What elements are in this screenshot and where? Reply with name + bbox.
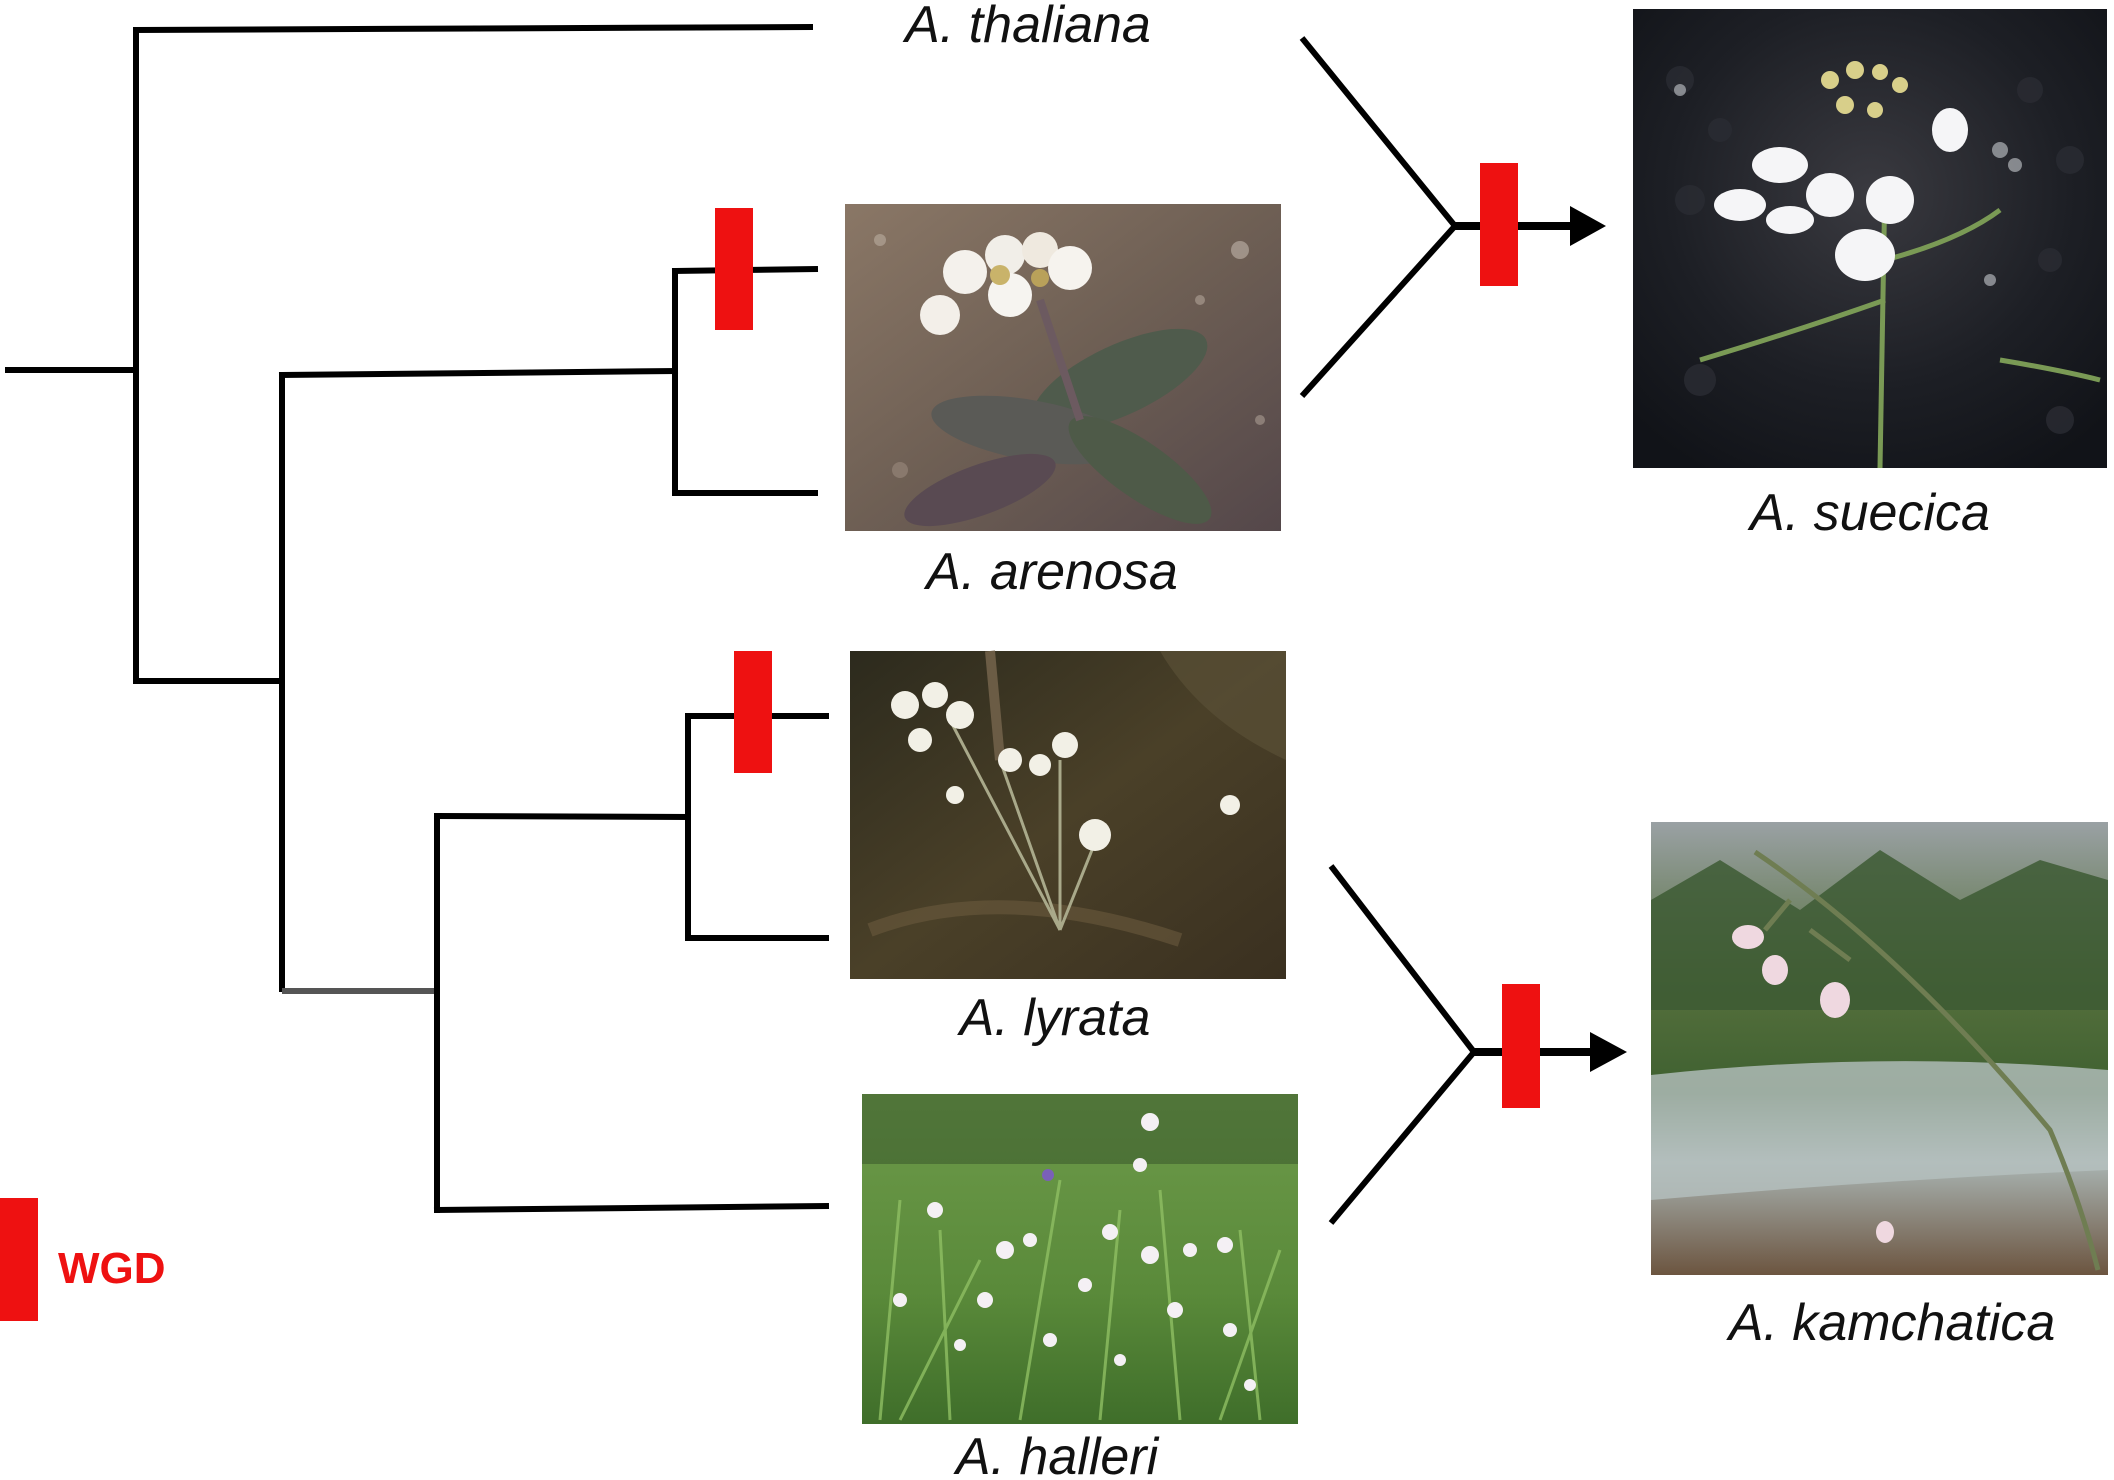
photo-arenosa xyxy=(845,204,1281,531)
wgd-marker-suecica xyxy=(1480,163,1518,286)
wgd-marker-arenosa xyxy=(715,208,753,330)
branch-halleri xyxy=(433,1202,830,1214)
branch-thaliana xyxy=(132,23,814,34)
photo-kamchatica xyxy=(1651,822,2108,1275)
hybridization-kamchatica xyxy=(1328,864,1627,1225)
label-lyrata: A. lyrata xyxy=(957,989,1151,1047)
arrow-head-icon xyxy=(1590,1032,1627,1072)
wgd-marker-lyrata xyxy=(734,651,772,773)
label-thaliana: A. thaliana xyxy=(902,0,1151,54)
photo-halleri xyxy=(862,1094,1298,1424)
label-suecica: A. suecica xyxy=(1747,484,1990,542)
phylogenetic-tree xyxy=(5,23,830,1214)
legend-wgd-swatch xyxy=(0,1198,38,1321)
photo-suecica xyxy=(1633,9,2107,469)
label-halleri: A. halleri xyxy=(953,1428,1160,1480)
photo-lyrata xyxy=(850,650,1286,979)
label-arenosa: A. arenosa xyxy=(923,543,1178,601)
branch-arenosa-clade xyxy=(278,367,679,379)
arrow-head-icon xyxy=(1570,206,1606,246)
branch-lyrata-clade xyxy=(433,812,692,821)
label-kamchatica: A. kamchatica xyxy=(1726,1294,2056,1352)
legend: WGD xyxy=(0,1198,166,1321)
wgd-marker-kamchatica xyxy=(1502,984,1540,1108)
legend-wgd-label: WGD xyxy=(58,1244,166,1293)
hybridization-suecica xyxy=(1299,36,1606,399)
